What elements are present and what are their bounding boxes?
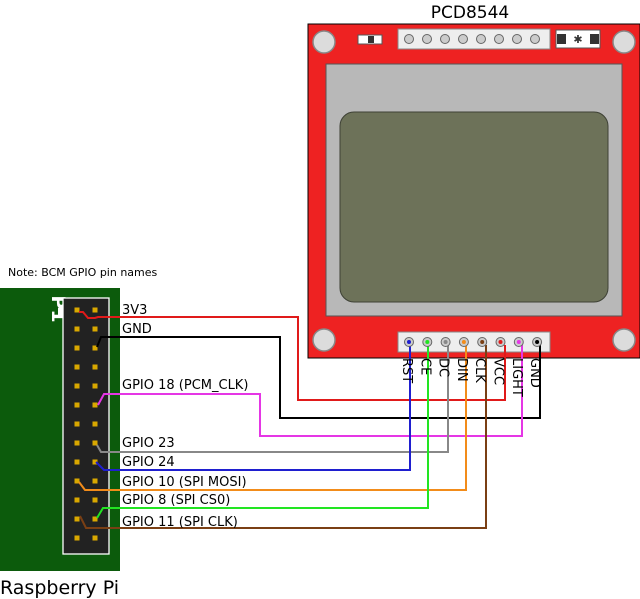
- wire-end: [535, 340, 540, 344]
- gpio-pin: [74, 516, 80, 522]
- wire-dc: [96, 345, 449, 453]
- mounting-hole: [312, 30, 336, 54]
- gpio-pin: [92, 440, 98, 446]
- wires: [78, 311, 541, 529]
- wire-end: [443, 340, 448, 344]
- gpio-pin: [92, 307, 98, 313]
- display-pin-label: CLK: [472, 358, 487, 383]
- pi-pin-label: GPIO 11 (SPI CLK): [122, 515, 238, 530]
- bottom-pin-header: [397, 331, 551, 353]
- gpio-pin: [92, 402, 98, 408]
- display-pin-label: DIN: [454, 358, 469, 382]
- wire-end: [425, 340, 430, 344]
- pi-pin-label: GPIO 8 (SPI CS0): [122, 493, 230, 508]
- gpio-pin: [92, 383, 98, 389]
- wire-end: [516, 340, 521, 344]
- gpio-pin: [74, 478, 80, 484]
- display-pin-label: VCC: [491, 358, 506, 385]
- wire-clk: [79, 345, 487, 529]
- wire-light: [97, 345, 523, 437]
- gpio-pin: [74, 345, 80, 351]
- pi-pin-label: GPIO 18 (PCM_CLK): [122, 378, 248, 393]
- wire-gnd: [96, 336, 541, 419]
- gpio-pin: [92, 459, 98, 465]
- wire-ce: [96, 345, 429, 519]
- gpio-pin: [74, 383, 80, 389]
- wire-end: [498, 340, 503, 344]
- gpio-pin: [92, 497, 98, 503]
- gpio-pin: [74, 497, 80, 503]
- gpio-pin: [74, 535, 80, 541]
- led-component: [555, 29, 601, 49]
- led-pad: [590, 34, 599, 44]
- wire-din: [78, 345, 467, 491]
- header-pin: [476, 34, 486, 44]
- pi-pin-label: GPIO 23: [122, 436, 175, 451]
- bottom-pin-header-pins: [404, 337, 543, 347]
- gpio-pin: [74, 421, 80, 427]
- display-pin-label: CE: [417, 358, 432, 375]
- wire-end: [461, 340, 466, 344]
- display-pin-label: GND: [527, 358, 542, 388]
- smd-component-body: [368, 36, 374, 43]
- wire-end: [407, 340, 411, 344]
- gpio-header-pins: [74, 307, 98, 541]
- wire-vcc: [79, 311, 506, 401]
- raspberry-pi-board: P1: [0, 288, 120, 571]
- led-pad: [557, 34, 566, 44]
- display-title: PCD8544: [431, 3, 509, 23]
- gpio-pin: [74, 326, 80, 332]
- gpio-pin: [74, 402, 80, 408]
- gpio-pin: [74, 459, 80, 465]
- wire-rst: [95, 345, 411, 471]
- gpio-pin: [92, 364, 98, 370]
- gpio-pin: [92, 421, 98, 427]
- led-icon: ✱: [573, 33, 582, 46]
- display-pin-label: RST: [399, 358, 414, 383]
- pi-pin-label: 3V3: [122, 303, 147, 318]
- top-pin-header: [397, 28, 551, 50]
- pin-name-note: Note: BCM GPIO pin names: [8, 266, 158, 279]
- pi-label: Raspberry Pi: [0, 577, 119, 599]
- gpio-pin: [92, 326, 98, 332]
- gpio-pin: [74, 440, 80, 446]
- header-pin: [530, 34, 540, 44]
- pin1-marker: [58, 308, 64, 317]
- header-pin: [458, 34, 468, 44]
- top-pin-header-pins: [404, 34, 540, 44]
- mounting-hole: [312, 328, 336, 352]
- gpio-pin: [92, 516, 98, 522]
- mounting-hole: [612, 328, 636, 352]
- header-pin: [422, 34, 432, 44]
- gpio-pin: [92, 345, 98, 351]
- wire-end: [480, 340, 485, 344]
- pi-pin-label: GND: [122, 322, 152, 337]
- pcd8544-module: ✱: [307, 23, 640, 359]
- pi-pin-label: GPIO 10 (SPI MOSI): [122, 475, 247, 490]
- header-pin: [512, 34, 522, 44]
- header-pin: [494, 34, 504, 44]
- gpio-pin: [92, 535, 98, 541]
- gpio-pin: [74, 364, 80, 370]
- display-pin-label: LIGHT: [509, 358, 524, 397]
- gpio-pin: [74, 307, 80, 313]
- mounting-holes: [312, 30, 636, 352]
- pi-pin-label: GPIO 24: [122, 455, 175, 470]
- header-pin: [404, 34, 414, 44]
- gpio-pin: [92, 478, 98, 484]
- mounting-hole: [612, 30, 636, 54]
- lcd-screen: [339, 111, 609, 303]
- display-pin-label: DC: [436, 358, 451, 377]
- header-pin: [440, 34, 450, 44]
